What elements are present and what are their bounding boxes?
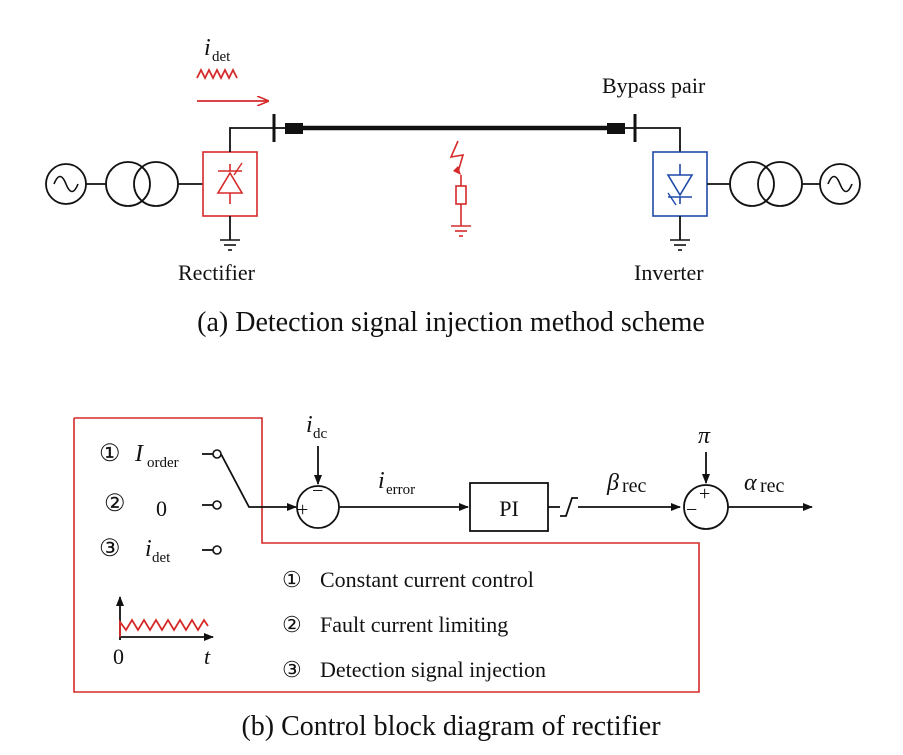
- bypass-pair-label: Bypass pair: [602, 73, 706, 98]
- alpha-symbol: α: [744, 470, 757, 496]
- beta-subscript: rec: [622, 475, 647, 497]
- beta-symbol: β: [606, 470, 619, 496]
- option-1-subscript: order: [147, 455, 179, 471]
- option-3-symbol: i: [145, 536, 152, 562]
- part-a-scheme: i det Bypass pair: [45, 35, 861, 338]
- switch-icon: [202, 449, 260, 555]
- feedback-subscript: dc: [313, 426, 328, 442]
- ac-source-left-icon: [45, 163, 87, 205]
- ground-left-icon: [220, 239, 240, 251]
- svg-text:+: +: [297, 499, 308, 521]
- feedback-symbol: i: [306, 412, 313, 438]
- part-b-control: ① I order ② 0 ③ i det − + i dc: [73, 412, 813, 742]
- detection-waveform-plot: 0 t: [113, 596, 214, 669]
- waveform-origin-label: 0: [113, 644, 124, 669]
- option-2-symbol: 0: [156, 496, 167, 521]
- option-1-symbol: I: [134, 441, 144, 467]
- legend-1-marker: ①: [282, 567, 302, 592]
- legend-3-text: Detection signal injection: [320, 657, 546, 682]
- rectifier-label: Rectifier: [178, 260, 256, 285]
- injected-waveform-icon: [196, 67, 238, 81]
- pi-constant-symbol: π: [698, 423, 711, 449]
- error-symbol: i: [378, 468, 385, 494]
- caption-b: (b) Control block diagram of rectifier: [241, 711, 661, 742]
- legend-3-marker: ③: [282, 657, 302, 682]
- rectifier-converter-icon: [202, 151, 258, 217]
- fault-icon: [449, 140, 471, 237]
- legend-1-text: Constant current control: [320, 567, 534, 592]
- injected-signal-subscript: det: [212, 49, 231, 65]
- waveform-time-label: t: [204, 644, 211, 669]
- inverter-label: Inverter: [634, 260, 704, 285]
- legend-2-marker: ②: [282, 612, 302, 637]
- transformer-right-icon: [729, 161, 803, 207]
- pi-label: PI: [499, 496, 519, 521]
- option-3-marker: ③: [99, 536, 121, 562]
- alpha-subscript: rec: [760, 475, 785, 497]
- svg-text:−: −: [312, 480, 323, 502]
- transformer-left-icon: [105, 161, 179, 207]
- svg-text:+: +: [699, 483, 710, 505]
- option-2-marker: ②: [104, 491, 126, 517]
- injected-signal-symbol: i: [204, 35, 211, 61]
- error-subscript: error: [386, 482, 415, 498]
- mode-selection-region: [73, 417, 700, 693]
- inverter-converter-icon: [652, 151, 708, 217]
- option-3-subscript: det: [152, 550, 171, 566]
- ac-source-right-icon: [819, 163, 861, 205]
- legend-2-text: Fault current limiting: [320, 612, 508, 637]
- dc-reactor-left-icon: [285, 123, 303, 134]
- ground-right-icon: [670, 239, 690, 251]
- svg-text:−: −: [686, 499, 697, 521]
- summing-junction-2: + −: [683, 483, 729, 530]
- limiter-icon: [560, 497, 578, 517]
- dc-reactor-right-icon: [607, 123, 625, 134]
- option-1-marker: ①: [99, 441, 121, 467]
- summing-junction-1: − +: [296, 480, 340, 529]
- caption-a: (a) Detection signal injection method sc…: [197, 307, 705, 338]
